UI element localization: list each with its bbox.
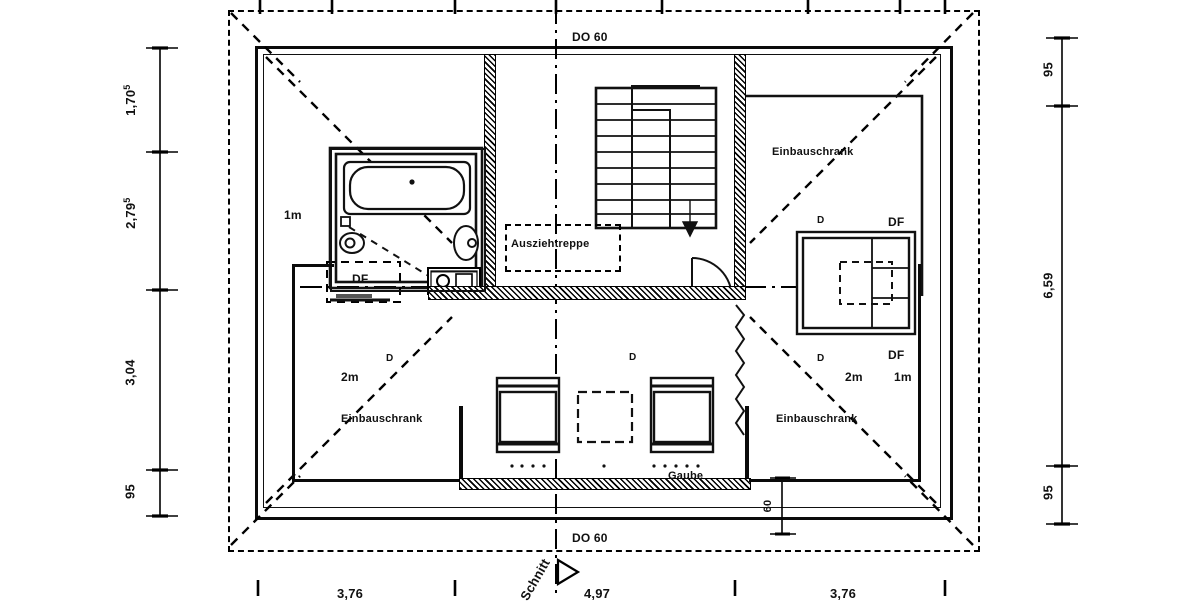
label-d-left: D — [386, 353, 394, 364]
dim-interior-60: 60 — [762, 499, 774, 513]
label-2m-left: 2m — [341, 370, 359, 384]
label-1m-right: 1m — [894, 370, 912, 384]
dim-left-2: 2,795 — [122, 183, 138, 243]
roof-overhang-outline — [228, 10, 980, 552]
label-d-center: D — [629, 352, 637, 363]
label-d-lower-right: D — [817, 353, 825, 364]
left-bottom-wall — [292, 479, 462, 482]
roof-note-top: DO 60 — [572, 30, 608, 44]
dim-left-3: 3,04 — [122, 359, 138, 386]
dim-left-4: 95 — [122, 484, 138, 499]
left-jog-wall-vertical — [292, 264, 295, 482]
dim-bottom-1: 3,76 — [337, 586, 364, 601]
dim-right-2: 6,59 — [1040, 272, 1056, 299]
dim-left-2-sup: 5 — [121, 197, 132, 203]
label-closet-bottom-left: Einbauschrank — [341, 413, 423, 425]
gaube-left-wall — [459, 406, 463, 482]
partition-wall-right-of-stairs — [734, 54, 746, 296]
outer-wall-inner-line — [263, 54, 941, 508]
label-d-upper-right: D — [817, 215, 825, 226]
right-side-wall — [918, 264, 921, 482]
label-gaube: Gaube — [668, 470, 704, 482]
label-2m-right: 2m — [845, 370, 863, 384]
dim-bottom-2: 4,97 — [584, 586, 611, 601]
pulldown-stairs-box — [505, 224, 621, 272]
label-pulldown-stairs: Ausziehtreppe — [511, 238, 590, 250]
partition-wall-horizontal-center — [428, 286, 746, 300]
roof-note-bottom: DO 60 — [572, 531, 608, 545]
label-df-lower-right: DF — [888, 348, 905, 362]
label-df-upper-right: DF — [888, 215, 905, 229]
dim-right-1: 95 — [1040, 62, 1056, 77]
gaube-front-wall — [459, 478, 751, 490]
dim-left-1-sup: 5 — [121, 84, 132, 90]
left-jog-wall-horizontal — [292, 264, 334, 267]
gaube-right-wall — [745, 406, 749, 482]
label-bath-1m: 1m — [284, 208, 302, 222]
right-bottom-wall — [749, 479, 921, 482]
label-bath-df: DF — [352, 272, 369, 286]
dim-left-1-value: 1,70 — [123, 89, 139, 116]
dim-right-3: 95 — [1040, 485, 1056, 500]
dim-left-1: 1,705 — [122, 70, 138, 130]
label-closet-bottom-right: Einbauschrank — [776, 413, 858, 425]
dim-bottom-3: 3,76 — [830, 586, 857, 601]
dim-left-2-value: 2,79 — [123, 202, 139, 229]
section-marker-label: Schnitt — [517, 556, 553, 603]
label-closet-top-right: Einbauschrank — [772, 146, 854, 158]
bath-enclosure-wall — [330, 148, 486, 292]
